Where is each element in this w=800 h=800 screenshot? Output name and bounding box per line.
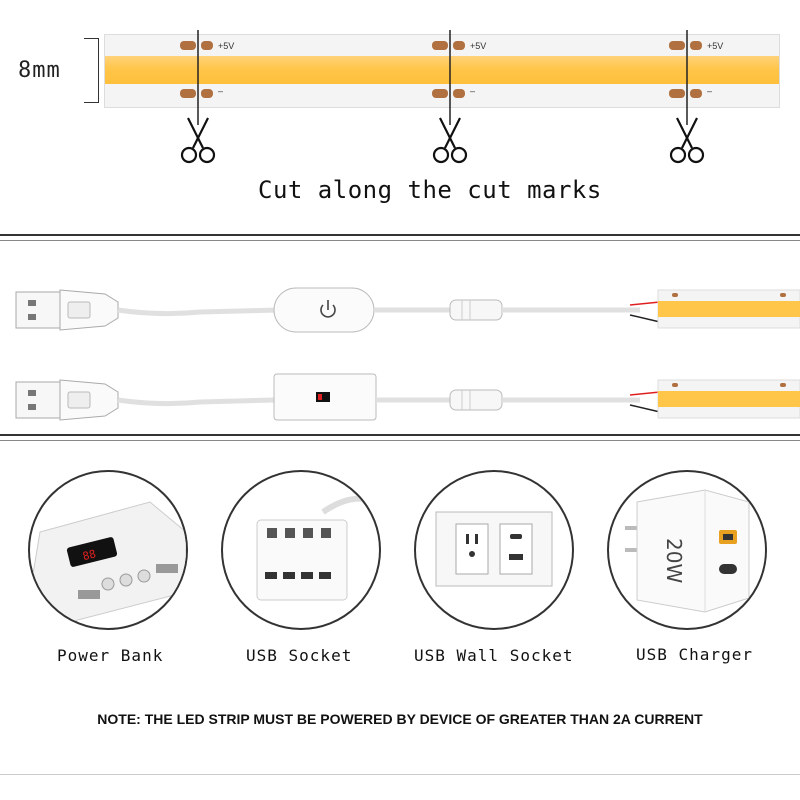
divider bbox=[0, 440, 800, 441]
caption-usb-charger: USB Charger bbox=[636, 645, 753, 664]
positive-label: +5V bbox=[470, 41, 487, 51]
svg-text:88: 88 bbox=[81, 547, 97, 563]
cut-marks bbox=[180, 30, 705, 164]
led-strip-end bbox=[657, 379, 800, 419]
dc-connector bbox=[449, 299, 503, 321]
power-icon bbox=[320, 300, 336, 318]
negative-label: – bbox=[218, 86, 224, 96]
caption-usb-socket: USB Socket bbox=[246, 646, 353, 665]
svg-text:20W: 20W bbox=[662, 538, 686, 583]
positive-label: +5V bbox=[707, 41, 724, 51]
divider bbox=[0, 240, 800, 241]
usb-socket-image bbox=[221, 470, 381, 630]
switch-box bbox=[273, 373, 377, 421]
power-note: NOTE: THE LED STRIP MUST BE POWERED BY D… bbox=[97, 711, 703, 727]
usb-plug-icon bbox=[15, 289, 119, 331]
negative-label: – bbox=[707, 86, 713, 96]
cob-led-band bbox=[105, 56, 779, 84]
cable-diagram bbox=[15, 287, 800, 421]
cut-mark-2 bbox=[432, 30, 465, 125]
led-strip-end bbox=[657, 289, 800, 329]
scissors-icon bbox=[669, 117, 705, 164]
power-bank-image: 88 bbox=[28, 470, 188, 630]
usb-charger-image: 20W bbox=[607, 470, 767, 630]
divider bbox=[0, 434, 800, 436]
usb-plug-icon bbox=[15, 379, 119, 421]
cut-mark-3 bbox=[669, 30, 702, 125]
width-label: 8mm bbox=[18, 58, 61, 83]
caption-usb-wall-socket: USB Wall Socket bbox=[414, 646, 574, 665]
divider bbox=[0, 774, 800, 775]
negative-label: – bbox=[470, 86, 476, 96]
scissors-icon bbox=[180, 117, 216, 164]
scissors-icon bbox=[432, 117, 468, 164]
positive-label: +5V bbox=[218, 41, 235, 51]
caption-power-bank: Power Bank bbox=[57, 646, 164, 665]
touch-dimmer bbox=[273, 287, 375, 333]
dc-connector bbox=[449, 389, 503, 411]
cut-instruction: Cut along the cut marks bbox=[258, 176, 602, 204]
divider bbox=[0, 234, 800, 236]
usb-wall-socket-image bbox=[414, 470, 574, 630]
cut-mark-1 bbox=[180, 30, 213, 125]
